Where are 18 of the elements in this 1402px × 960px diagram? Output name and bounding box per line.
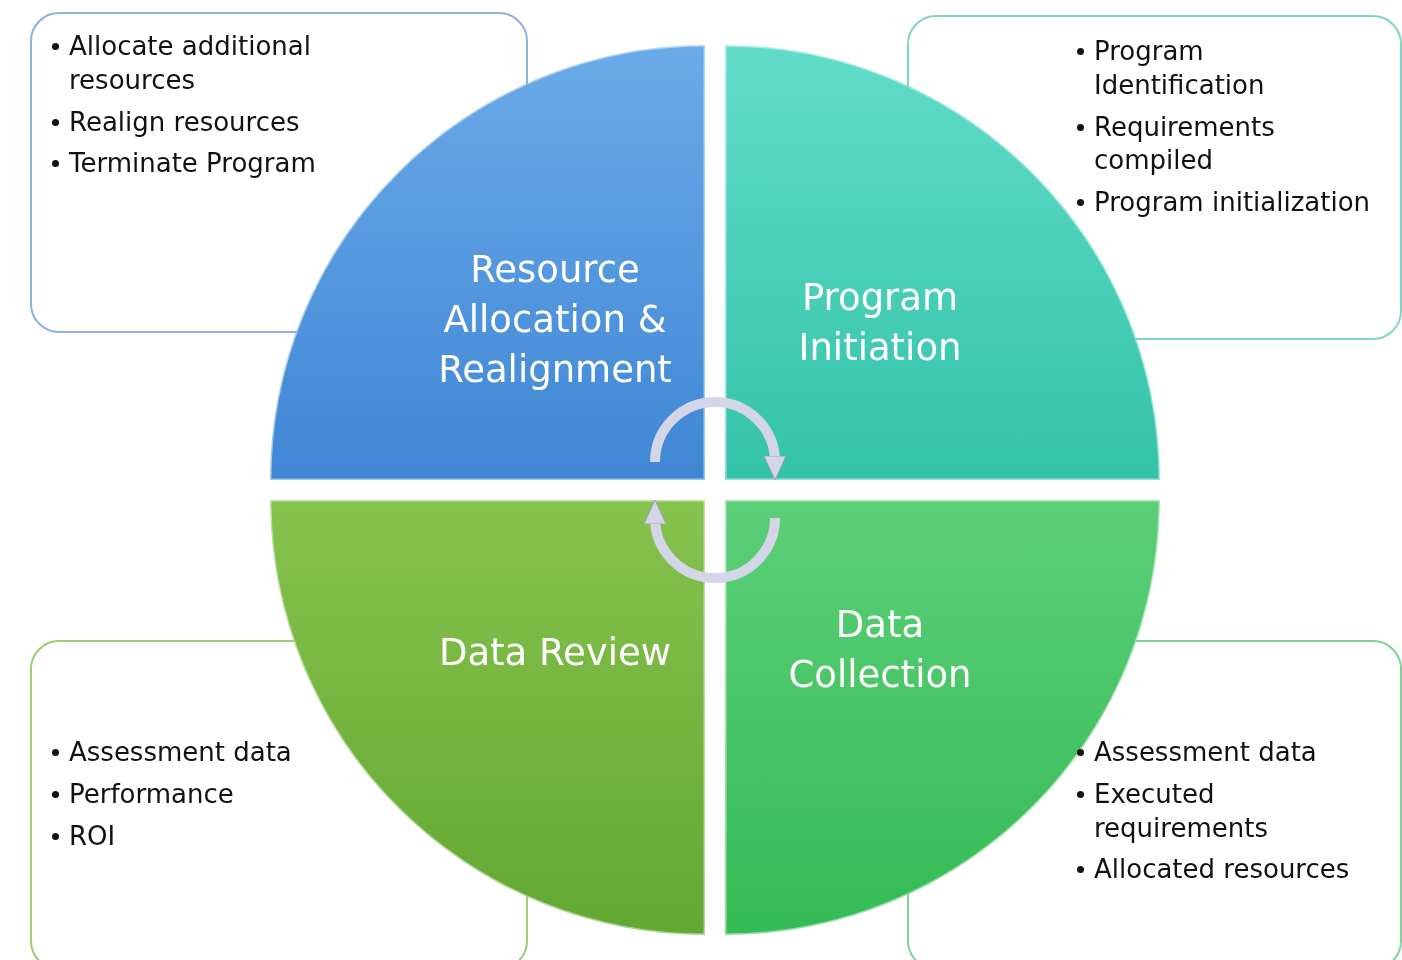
bullet-text: Assessment data bbox=[1094, 736, 1317, 769]
circular-arrow bbox=[650, 397, 787, 481]
quadrant-title: Program Initiation bbox=[797, 275, 963, 371]
circular-arrow bbox=[643, 499, 780, 583]
bullet-text: Executed requirements bbox=[1094, 777, 1269, 845]
bullet-text: Program Identification bbox=[1094, 35, 1266, 102]
bullet-text: Program initialization bbox=[1094, 186, 1371, 220]
quadrant-title: Data Collection bbox=[787, 602, 973, 698]
bullet-text: Terminate Program bbox=[69, 147, 316, 181]
bullet-text: Allocate additional resources bbox=[69, 30, 312, 97]
quadrant-title: Resource Allocation & Realignment bbox=[437, 247, 673, 393]
bullet-text: Assessment data bbox=[69, 736, 292, 769]
bullet-text: ROI bbox=[69, 819, 116, 853]
bullet-text: Performance bbox=[69, 777, 234, 811]
bullet-text: Realign resources bbox=[69, 105, 300, 139]
bullet-text: Allocated resources bbox=[1094, 853, 1350, 887]
bullet-text: Requirements compiled bbox=[1094, 110, 1276, 178]
quadrant-title: Data Review bbox=[437, 630, 673, 676]
